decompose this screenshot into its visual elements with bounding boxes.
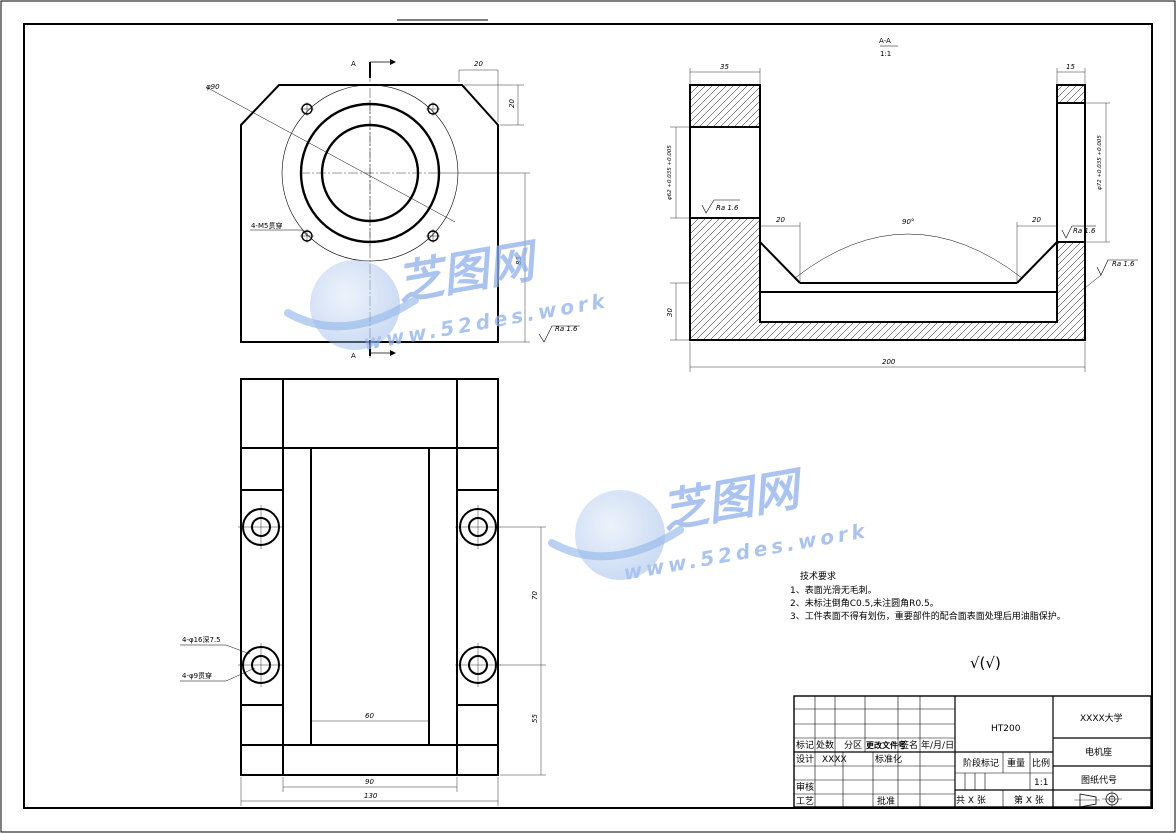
- tb-label-mark: 标记: [796, 739, 814, 751]
- dim-20-horizontal: 20: [474, 60, 483, 68]
- tb-material: HT200: [991, 724, 1021, 734]
- dim-20-right: 20: [1032, 216, 1041, 224]
- tb-school: XXXX大学: [1080, 712, 1123, 724]
- dim-55: 55: [531, 714, 539, 723]
- roughness-general: √(√): [970, 654, 1001, 672]
- tech-title: 技术要求: [800, 570, 836, 582]
- m5-hole-2: [426, 102, 440, 116]
- ra-section-a: Ra 1.6: [716, 204, 739, 212]
- title-block-text: 标记 处数 分区 更改文件号 签名 年/月/日 设计 XXXX 标准化 审核 工…: [796, 712, 1123, 808]
- dim-20-vertical: 20: [508, 99, 516, 108]
- tb-label-sign: 签名: [900, 739, 918, 751]
- dim-200: 200: [882, 358, 896, 366]
- tb-sheet-no: 第 X 张: [1014, 794, 1044, 806]
- top-view: φ90 4-M5贯穿 A A 20 20 85 Ra 1.6: [205, 59, 580, 360]
- tb-label-change-doc: 更改文件号: [866, 740, 906, 750]
- counterbore-3: [238, 643, 284, 687]
- dim-through-hole: 4-φ9贯穿: [182, 671, 212, 680]
- tb-label-zone: 分区: [844, 740, 862, 751]
- cut-label-top: A: [351, 60, 356, 68]
- dim-35: 35: [720, 63, 729, 71]
- dim-counterbore: 4-φ16深7.5: [182, 635, 221, 644]
- dim-15: 15: [1066, 63, 1075, 71]
- counterbore-4: [455, 643, 501, 687]
- tb-scale-label: 比例: [1032, 757, 1050, 769]
- tech-item-1: 1、表面光滑无毛刺。: [790, 584, 877, 596]
- ra-top-view: Ra 1.6: [555, 325, 578, 333]
- dim-angle-90: 90°: [902, 218, 914, 226]
- dim-130: 130: [364, 792, 378, 800]
- dim-30: 30: [666, 308, 674, 317]
- section-view: A-A 1:1 90° 20 20 35: [666, 37, 1138, 372]
- watermark-brand-2: 芝图网: [658, 461, 809, 539]
- tech-item-2: 2、未标注倒角C0.5,未注圆角R0.5。: [790, 597, 939, 609]
- dim-phi-right: φ72 +0.035 +0.005: [1097, 135, 1103, 190]
- tb-designer: XXXX: [822, 755, 847, 765]
- dim-holes-m5: 4-M5贯穿: [251, 221, 282, 230]
- tb-design-label: 设计: [796, 753, 814, 765]
- ra-section-c: Ra 1.6: [1112, 260, 1135, 268]
- dim-70: 70: [531, 591, 539, 600]
- dim-phi-left: φ62 +0.035 +0.005: [667, 145, 673, 200]
- tb-stage-label: 阶段标记: [963, 757, 999, 769]
- counterbore-2: [455, 505, 501, 549]
- section-scale: 1:1: [880, 50, 891, 58]
- dim-20-left: 20: [776, 216, 785, 224]
- projection-symbol-icon: [1074, 791, 1122, 808]
- tech-requirements: 技术要求 1、表面光滑无毛刺。 2、未标注倒角C0.5,未注圆角R0.5。 3、…: [790, 570, 1066, 672]
- inner-frame: [23, 23, 1153, 809]
- ra-section-b: Ra 1.6: [1073, 227, 1096, 235]
- cut-label-bottom: A: [351, 352, 356, 360]
- section-label: A-A: [879, 37, 891, 45]
- title-block: [793, 695, 1152, 808]
- tb-scale: 1:1: [1034, 778, 1048, 788]
- watermark-brand-1: 芝图网: [393, 233, 544, 311]
- watermark-1: 芝图网 www.52des.work: [284, 233, 610, 355]
- tb-part-name: 电机座: [1085, 746, 1112, 758]
- tb-drawing-no: 图纸代号: [1081, 774, 1117, 786]
- tech-item-3: 3、工件表面不得有划伤，重要部件的配合面表面处理后用油脂保护。: [790, 610, 1066, 622]
- dim-85: 85: [515, 256, 523, 265]
- watermark-2: 芝图网 www.52des.work: [548, 461, 870, 585]
- m5-hole-1: [300, 102, 314, 116]
- plan-view: 4-φ16深7.5 4-φ9贯穿 70 55 60 90 130: [180, 378, 546, 806]
- tb-label-count: 处数: [816, 739, 834, 751]
- dim-phi90: φ90: [206, 83, 220, 91]
- tb-craft-label: 工艺: [796, 796, 814, 807]
- tb-std-label: 标准化: [875, 753, 902, 765]
- tb-weight-label: 重量: [1007, 757, 1025, 769]
- tb-check-label: 审核: [796, 781, 814, 793]
- counterbore-1: [238, 505, 284, 549]
- tb-approve-label: 批准: [877, 795, 895, 807]
- watermark-globe-icon: [284, 260, 419, 350]
- m5-hole-4: [426, 229, 440, 243]
- tb-total-sheets: 共 X 张: [956, 795, 986, 806]
- tb-label-date: 年/月/日: [921, 739, 954, 751]
- dim-90: 90: [365, 778, 374, 786]
- dim-60: 60: [365, 712, 374, 720]
- watermark-globe-icon: [548, 490, 684, 580]
